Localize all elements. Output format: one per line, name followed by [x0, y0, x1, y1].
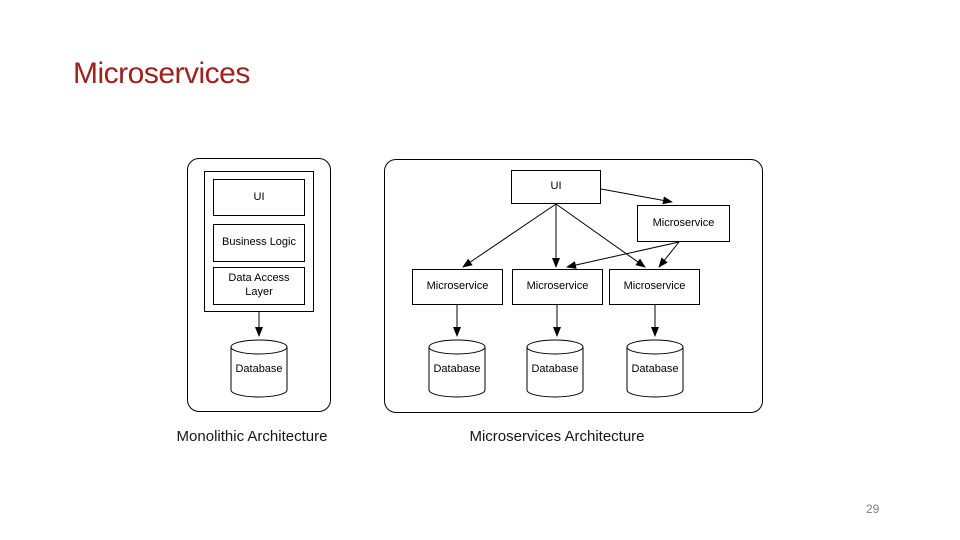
microservices-caption: Microservices Architecture	[469, 428, 645, 445]
monolith-data-access-label: Data Access Layer	[228, 272, 290, 298]
monolith-business-logic-box: Business Logic	[213, 224, 305, 262]
microservice-box-1: Microservice	[412, 269, 503, 305]
database-label-2: Database	[531, 363, 579, 375]
monolith-data-access-box: Data Access Layer	[213, 267, 305, 305]
slide-title: Microservices	[73, 57, 250, 90]
monolith-caption: Monolithic Architecture	[176, 428, 328, 445]
page-number: 29	[866, 502, 880, 516]
microservice-gateway-box: Microservice	[637, 205, 730, 242]
microservice-gateway-label: Microservice	[652, 216, 715, 229]
database-label-1: Database	[433, 363, 481, 375]
microservices-ui-label: UI	[550, 180, 562, 193]
microservice-box-3: Microservice	[609, 269, 700, 305]
database-label-3: Database	[631, 363, 679, 375]
monolith-ui-box: UI	[213, 179, 305, 216]
microservice-box-2: Microservice	[512, 269, 603, 305]
microservices-ui-box: UI	[511, 170, 601, 204]
microservice-label-1: Microservice	[426, 280, 489, 293]
microservices-diagram-container	[384, 159, 763, 413]
monolith-database-label: Database	[235, 363, 283, 375]
microservice-label-2: Microservice	[526, 280, 589, 293]
microservice-label-3: Microservice	[623, 280, 686, 293]
monolith-ui-label: UI	[253, 190, 265, 203]
monolith-diagram-container	[187, 158, 331, 412]
monolith-app-boundary	[204, 171, 314, 312]
monolith-business-logic-label: Business Logic	[222, 236, 296, 249]
